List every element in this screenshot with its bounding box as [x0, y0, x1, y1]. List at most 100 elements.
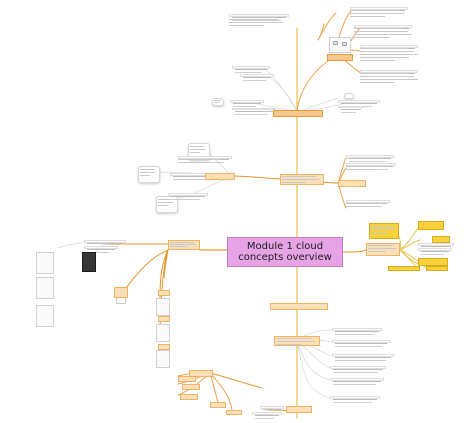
left-info-card-text	[140, 175, 150, 176]
left-orange-subtopic[interactable]	[114, 287, 128, 298]
left-card-note-text	[178, 159, 221, 160]
right-pin-note	[418, 248, 452, 255]
bottom-link-note	[260, 406, 284, 413]
right-pin-node[interactable]	[426, 266, 448, 271]
lower-right-note	[330, 366, 386, 373]
cloud-service-icon	[342, 42, 347, 46]
lower-left-orange-leaf[interactable]	[226, 410, 242, 415]
terminal-thumbnail[interactable]	[82, 252, 96, 272]
left-link-note	[240, 74, 274, 81]
branch-right-note-connector	[337, 157, 347, 184]
right-note-text	[354, 31, 408, 32]
left-subtopic-node[interactable]	[205, 173, 235, 180]
top-topic-node[interactable]	[327, 54, 353, 61]
left-main-subtopic-text	[170, 246, 187, 247]
branch-lower-left-subtopic-connector	[209, 372, 233, 413]
top-branch-note-text	[229, 25, 264, 26]
screenshot-thumbnail[interactable]	[36, 305, 54, 327]
left-small-subtopic[interactable]	[158, 316, 170, 322]
lower-right-note	[330, 378, 384, 385]
lower-right-note	[332, 328, 382, 335]
left-info-card-text	[140, 169, 154, 170]
right-note-text	[354, 34, 412, 35]
central-topic-node[interactable]: Module 1 cloud concepts overview	[227, 237, 343, 267]
right-pin-node[interactable]	[432, 236, 450, 243]
left-info-card[interactable]	[156, 196, 178, 213]
right-note-text	[360, 60, 395, 61]
right-note-text	[360, 82, 395, 83]
bottom-topic-node[interactable]	[286, 406, 312, 413]
right-link-note	[338, 100, 380, 107]
lower-right-note	[332, 354, 394, 361]
left-topic-note	[84, 240, 126, 247]
right-pin-node[interactable]	[369, 223, 399, 239]
left-main-subtopic[interactable]	[168, 240, 200, 250]
left-topic-note	[84, 246, 118, 253]
left-info-card-text	[158, 199, 172, 200]
branch-left-link-connector	[261, 65, 298, 113]
right-note-text	[360, 51, 414, 52]
left-small-subtopic[interactable]	[158, 344, 170, 350]
left-card-note	[168, 193, 208, 200]
right-note-text	[346, 206, 371, 207]
cloud-overview-topic[interactable]	[273, 110, 323, 117]
branch-right-pin-connector	[399, 249, 429, 269]
right-pin-subtopic-text	[368, 248, 396, 249]
branch-top-image-connector	[296, 55, 337, 113]
left-card-note-text	[178, 162, 208, 163]
top-branch-note-text	[229, 19, 278, 20]
left-info-card[interactable]	[138, 166, 160, 183]
lower-detail-topic-text	[276, 338, 312, 339]
right-subtopic-node[interactable]	[338, 180, 366, 187]
right-note-text	[360, 79, 418, 80]
lower-left-orange-leaf[interactable]	[180, 394, 198, 400]
window-thumbnail[interactable]	[344, 93, 354, 99]
screenshot-thumbnail[interactable]	[36, 277, 54, 299]
central-upper-topic-text	[282, 179, 319, 180]
screenshot-thumbnail[interactable]	[156, 324, 170, 342]
left-info-card-text	[158, 202, 173, 203]
left-link-note	[230, 100, 264, 107]
window-thumbnail-text	[214, 100, 221, 101]
lower-left-subtopic[interactable]	[189, 370, 213, 377]
screenshot-thumbnail[interactable]	[156, 350, 170, 368]
right-pin-node[interactable]	[388, 266, 420, 271]
branch-left-topic-connector	[163, 249, 169, 279]
screenshot-thumbnail[interactable]	[36, 252, 54, 274]
branch-right-subtopic-connector	[342, 249, 367, 253]
right-note-text	[350, 13, 404, 14]
lower-left-orange-leaf[interactable]	[178, 376, 196, 382]
right-pin-node[interactable]	[418, 258, 448, 266]
lower-left-orange-leaf[interactable]	[182, 384, 200, 390]
left-main-subtopic-text	[170, 242, 194, 243]
right-note-text	[346, 166, 387, 167]
right-note	[346, 155, 394, 162]
lower-right-note	[332, 340, 390, 347]
left-small-subtopic[interactable]	[158, 290, 170, 296]
lower-topic-node[interactable]	[270, 303, 328, 310]
right-pin-node[interactable]	[418, 221, 444, 230]
window-thumbnail-text	[214, 102, 219, 103]
left-info-card-text	[190, 149, 205, 150]
architecture-diagram-thumbnail[interactable]	[329, 37, 351, 53]
right-note-text	[346, 203, 382, 204]
branch-left-topic-connector	[125, 249, 169, 289]
screenshot-thumbnail[interactable]	[156, 298, 170, 316]
right-pin-subtopic[interactable]	[366, 243, 400, 256]
right-note-text	[360, 57, 409, 58]
right-pin-note	[418, 243, 454, 250]
right-note-text	[354, 28, 403, 29]
central-upper-topic-text	[282, 176, 316, 177]
left-info-card-text	[158, 205, 168, 206]
left-link-note	[232, 108, 276, 115]
branch-right-pin-connector	[399, 239, 421, 251]
top-branch-note	[229, 14, 289, 21]
right-note-text	[350, 10, 399, 11]
lower-left-orange-leaf[interactable]	[210, 402, 226, 408]
lower-right-note	[330, 396, 380, 403]
lower-detail-topic-text	[276, 341, 315, 342]
left-info-card-text	[190, 152, 200, 153]
cloud-service-icon	[333, 41, 338, 45]
